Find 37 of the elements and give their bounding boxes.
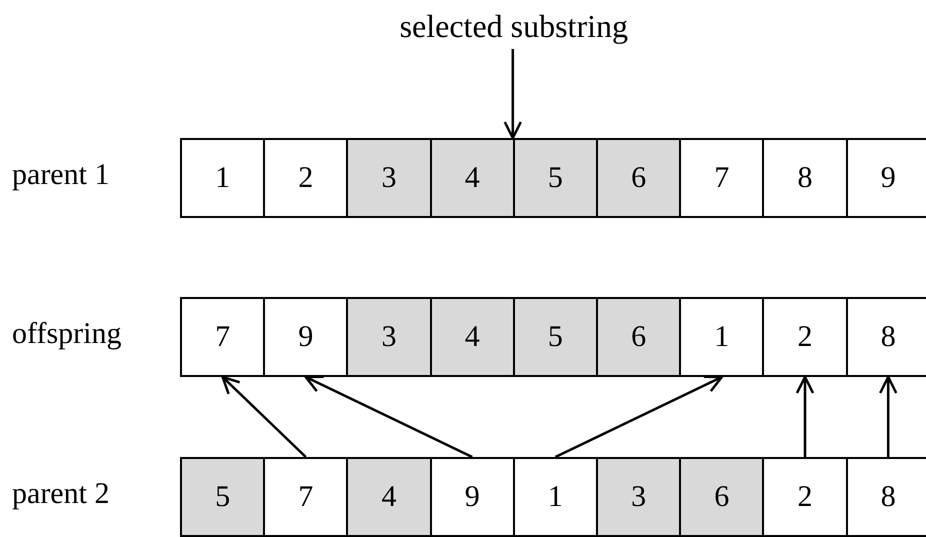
gene-cell: 3 [596,457,682,537]
gene-cell: 1 [180,138,266,218]
gene-cell: 4 [346,457,432,537]
gene-cell: 1 [512,457,598,537]
gene-cell: 9 [846,138,926,218]
arrow [878,376,898,457]
gene-cell: 6 [596,297,682,377]
arrow [554,375,724,458]
gene-cell: 8 [846,297,926,377]
arrow [221,376,307,458]
arrow [504,49,522,140]
gene-cell: 5 [180,457,266,537]
gene-cell: 8 [846,457,926,537]
gene-cell: 8 [762,138,848,218]
gene-cell: 2 [762,297,848,377]
row-label: parent 1 [12,158,110,192]
gene-cell: 4 [430,138,515,218]
row-label: offspring [12,317,122,351]
gene-cell: 2 [263,138,348,218]
gene-cell: 1 [679,297,764,377]
arrow [304,375,473,458]
gene-cell: 5 [512,297,598,377]
gene-cell: 7 [263,457,348,537]
arrow [796,376,814,457]
gene-cell: 7 [679,138,764,218]
gene-cell: 5 [512,138,598,218]
gene-cell: 9 [430,457,515,537]
gene-cell: 3 [346,297,432,377]
gene-cell: 7 [180,297,266,377]
gene-cell: 3 [346,138,432,218]
gene-cell: 2 [762,457,848,537]
caption-text: selected substring [400,8,628,45]
gene-cell: 4 [430,297,515,377]
gene-cell: 6 [596,138,682,218]
gene-cell: 9 [263,297,348,377]
gene-cell: 6 [679,457,764,537]
row-label: parent 2 [12,477,110,511]
